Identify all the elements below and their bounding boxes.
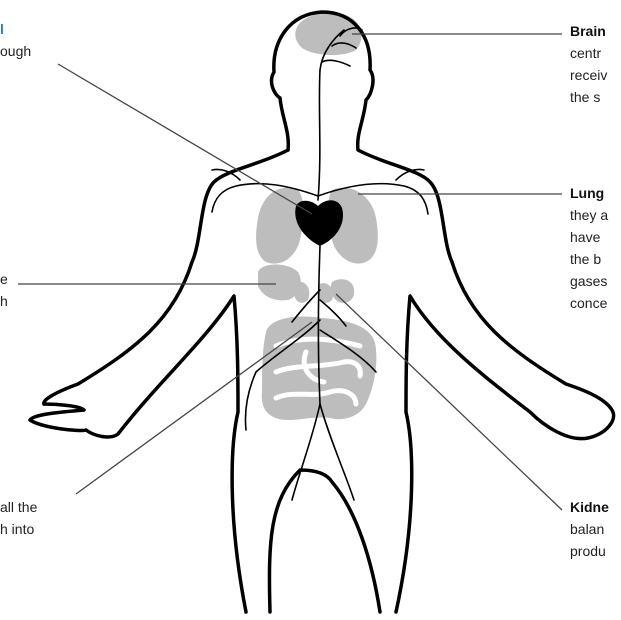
kidney-left [294, 282, 309, 303]
label-bottom-left: all the h into [0, 496, 37, 540]
label-brain-title: Brain [570, 20, 607, 42]
label-kidneys-title: Kidne [570, 496, 609, 518]
label-lungs-line4: gases [570, 270, 608, 292]
label-top-left-line2: ough [0, 40, 31, 62]
vessels [212, 28, 428, 500]
label-bottom-left-line2: h into [0, 518, 37, 540]
label-mid-left-line1: e [0, 268, 8, 290]
label-lungs-title: Lung [570, 182, 608, 204]
label-lungs: Lung they a have the b gases conce [570, 182, 608, 314]
label-kidneys-line1: balan [570, 518, 609, 540]
label-top-left: l ough [0, 18, 31, 62]
label-brain-line3: the s [570, 86, 607, 108]
body-outline [30, 12, 614, 612]
label-brain: Brain centr receiv the s [570, 20, 607, 108]
label-brain-line2: receiv [570, 64, 607, 86]
left-lung [256, 188, 303, 264]
label-lungs-line2: have [570, 226, 608, 248]
label-bottom-left-line1: all the [0, 496, 37, 518]
label-lungs-line5: conce [570, 292, 608, 314]
label-brain-line1: centr [570, 42, 607, 64]
label-kidneys-line2: produ [570, 540, 609, 562]
label-mid-left-line2: h [0, 290, 8, 312]
label-top-left-line1: l [0, 18, 31, 40]
leader-kidneys [336, 294, 562, 510]
label-mid-left: e h [0, 268, 8, 312]
label-kidneys: Kidne balan produ [570, 496, 609, 562]
label-lungs-line1: they a [570, 204, 608, 226]
label-lungs-line3: the b [570, 248, 608, 270]
brain-shape [295, 12, 361, 55]
